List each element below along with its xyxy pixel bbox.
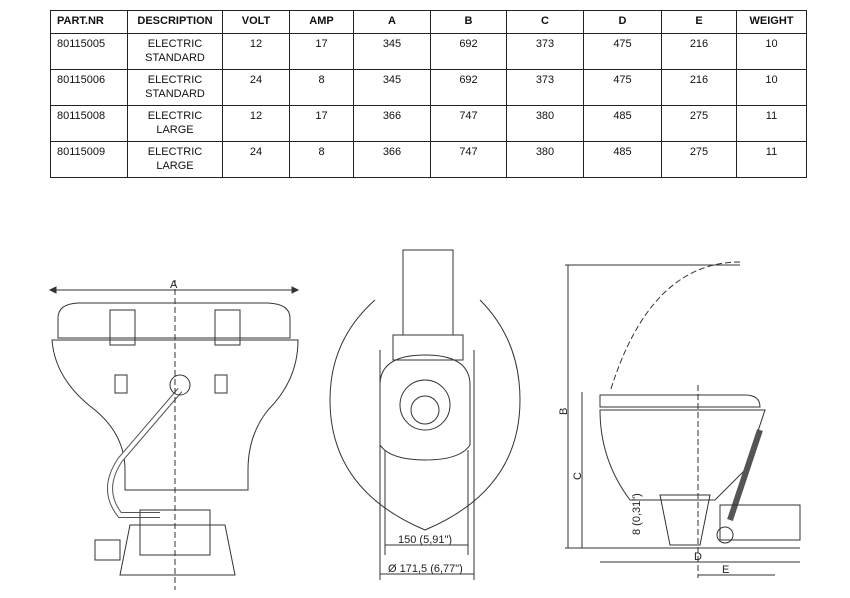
- table-cell: 692: [430, 33, 507, 70]
- column-header: DESCRIPTION: [127, 10, 223, 34]
- table-cell: 380: [506, 141, 584, 178]
- table-cell: 747: [430, 141, 507, 178]
- table-cell: 485: [583, 141, 662, 178]
- dim-a-label: A: [170, 279, 178, 291]
- table-cell: 8: [289, 141, 354, 178]
- side-view-drawing: B C D E 8 (0,31"): [558, 261, 801, 578]
- table-cell: 747: [430, 105, 507, 142]
- table-cell: 8: [289, 69, 354, 106]
- table-cell: 80115005: [50, 33, 128, 70]
- table-cell: 366: [353, 105, 431, 142]
- top-view-drawing: 150 (5,91") Ø 171,5 (6,77"): [329, 249, 521, 580]
- table-cell: 216: [661, 69, 737, 106]
- dim-diameter-label: Ø 171,5 (6,77"): [388, 563, 463, 575]
- table-cell: 17: [289, 33, 354, 70]
- table-cell: 216: [661, 33, 737, 70]
- table-cell: 12: [222, 33, 290, 70]
- table-cell: 10: [736, 33, 807, 70]
- table-cell: 80115008: [50, 105, 128, 142]
- dim-b-label: B: [558, 408, 570, 415]
- dim-e-label: E: [722, 564, 729, 576]
- front-view-drawing: A: [48, 279, 300, 590]
- table-cell: 373: [506, 69, 584, 106]
- dim-8-label: 8 (0,31"): [631, 493, 643, 535]
- column-header: AMP: [289, 10, 354, 34]
- column-header: E: [661, 10, 737, 34]
- table-cell: 11: [736, 105, 807, 142]
- dim-c-label: C: [572, 472, 584, 480]
- dim-d-label: D: [694, 551, 702, 563]
- table-cell: 11: [736, 141, 807, 178]
- dim-150-label: 150 (5,91"): [398, 534, 452, 546]
- table-cell: 345: [353, 33, 431, 70]
- column-header: PART.NR: [50, 10, 128, 34]
- column-header: C: [506, 10, 584, 34]
- table-cell: 275: [661, 141, 737, 178]
- table-cell: ELECTRIC STANDARD: [127, 69, 223, 106]
- table-cell: 80115009: [50, 141, 128, 178]
